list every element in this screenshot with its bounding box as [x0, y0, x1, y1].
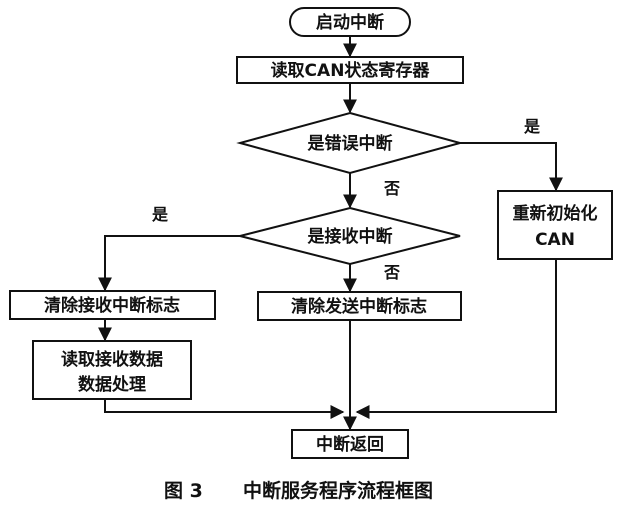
error-decision-node: 是错误中断: [236, 111, 464, 175]
reinit-label-line2: CAN: [535, 230, 575, 250]
error-yes-label: 是: [523, 117, 540, 136]
read-data-label-line2: 数据处理: [78, 374, 146, 395]
read-status-node: 读取CAN状态寄存器: [236, 56, 464, 84]
receive-decision-node: 是接收中断: [239, 206, 461, 266]
receive-yes-label: 是: [151, 205, 168, 224]
read-status-label: 读取CAN状态寄存器: [271, 60, 431, 81]
clear-receive-node: 清除接收中断标志: [9, 290, 216, 320]
reinit-can-node: 重新初始化 CAN: [497, 190, 613, 260]
clear-send-node: 清除发送中断标志: [257, 291, 462, 321]
start-label: 启动中断: [316, 12, 384, 33]
start-node: 启动中断: [289, 7, 411, 37]
caption-title: 中断服务程序流程框图: [243, 479, 433, 502]
error-no-label: 否: [383, 179, 400, 198]
clear-receive-label: 清除接收中断标志: [44, 295, 180, 316]
receive-no-label: 否: [383, 263, 400, 282]
return-node: 中断返回: [291, 429, 409, 459]
receive-decision-label: 是接收中断: [308, 226, 393, 247]
arrow-reinit-merge: [355, 259, 557, 419]
arrow-read-data-merge: [104, 399, 345, 419]
caption-number: 图 3: [164, 480, 203, 502]
read-data-label-line1: 读取接收数据: [61, 349, 163, 370]
return-label: 中断返回: [316, 434, 384, 455]
reinit-label-line1: 重新初始化: [513, 203, 598, 224]
arrow-receive-yes: [98, 235, 240, 292]
clear-send-label: 清除发送中断标志: [291, 296, 427, 317]
read-data-node: 读取接收数据 数据处理: [32, 340, 192, 400]
error-decision-label: 是错误中断: [308, 133, 393, 154]
arrow-error-yes: [460, 142, 563, 192]
